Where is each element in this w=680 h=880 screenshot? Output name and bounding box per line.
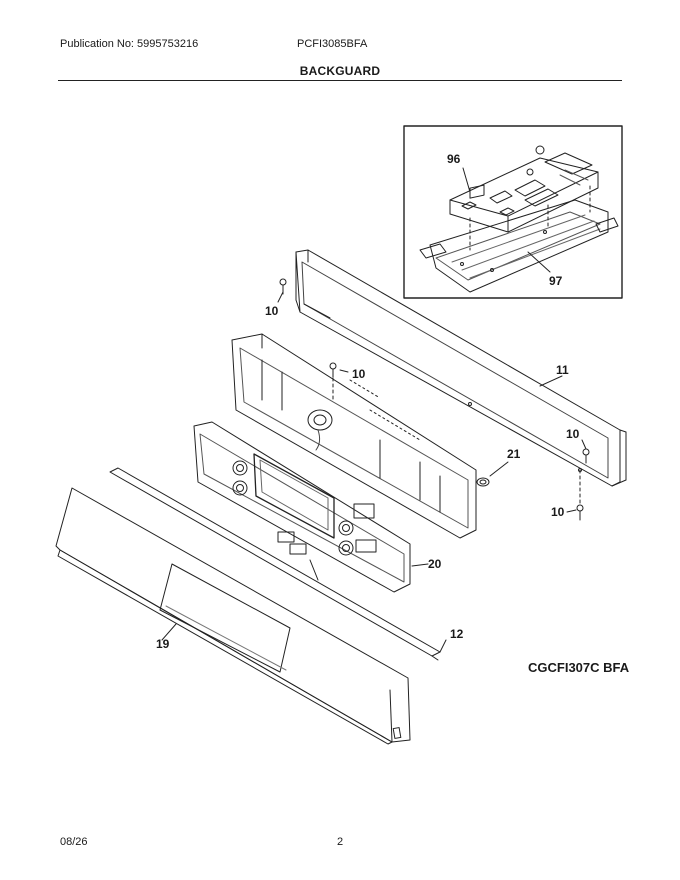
screw-10-b [329,362,349,378]
header-rule [58,80,622,81]
backguard-frame-11 [295,249,627,487]
rear-housing [231,333,477,539]
control-board-96 [449,145,599,233]
trim-strip-12 [109,467,447,661]
screw-10-d [566,469,584,521]
screw-10-c [581,439,590,464]
control-board-inset [403,125,623,299]
callout-12: 12 [450,627,464,641]
callout-20: 20 [428,557,442,571]
footer-date: 08/26 [60,836,88,848]
page-number: 2 [337,836,344,848]
callout-11: 11 [556,363,569,377]
callout-10-b: 10 [352,367,366,381]
callout-21: 21 [507,447,521,461]
page-title: BACKGUARD [299,64,381,78]
callout-97: 97 [549,274,563,288]
callout-10-d: 10 [551,505,565,519]
diagram-code: CGCFI307C BFA [528,660,630,675]
control-panel-20 [193,421,429,593]
bracket-97 [419,199,619,293]
callout-96: 96 [447,152,461,166]
publication-number: Publication No: 5995753216 [60,38,199,50]
model-number: PCFI3085BFA [297,38,368,50]
screw-10-a [277,278,287,303]
grommet-21 [476,461,509,487]
callout-10-a: 10 [265,304,279,318]
callout-19: 19 [156,637,170,651]
callout-10-c: 10 [566,427,580,441]
front-panel-19 [55,487,411,745]
